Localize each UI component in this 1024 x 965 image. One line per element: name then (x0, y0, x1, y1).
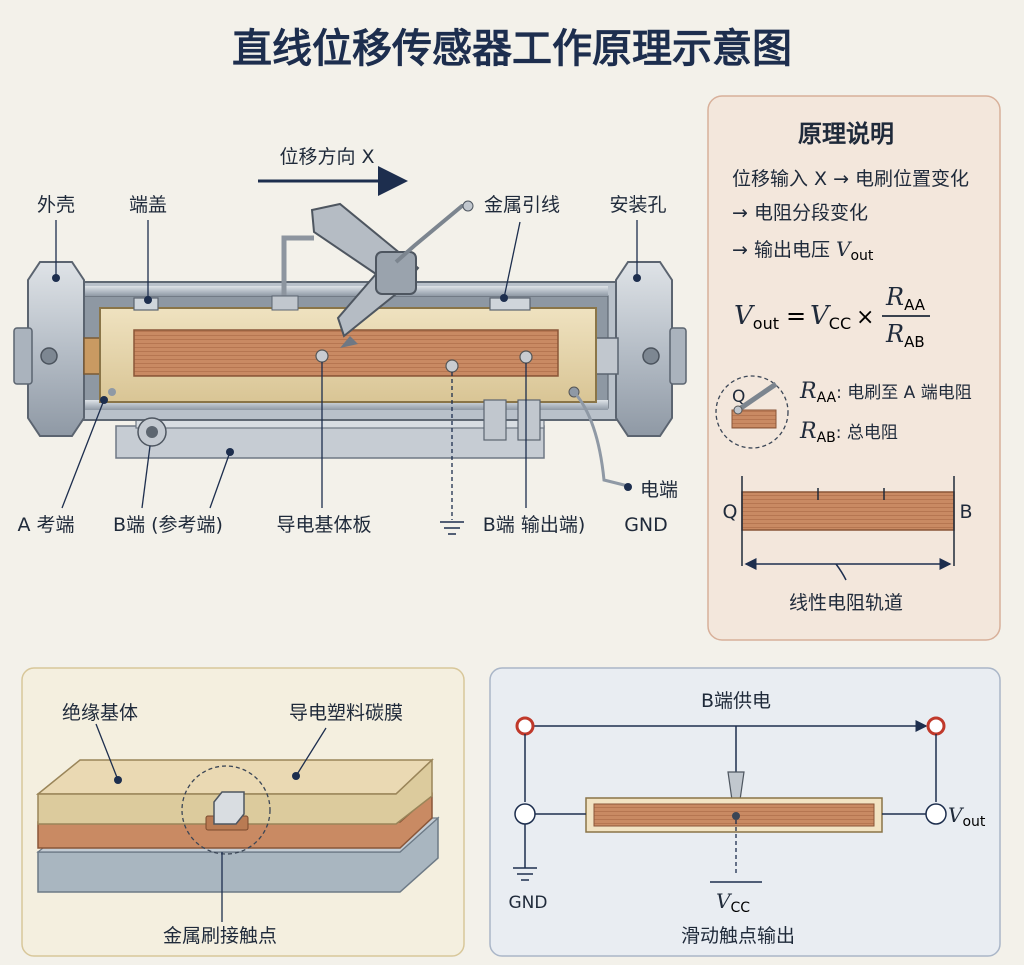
resistive-track (133, 329, 559, 377)
formula: Vout = VCC × RAA RAB (734, 283, 930, 351)
track-right-label: B (959, 501, 972, 523)
label-conductive-base: 导电基体板 (276, 514, 371, 536)
label-a-terminal: A 考端 (17, 514, 74, 536)
svg-text:×: × (856, 305, 874, 330)
principle-line2: → 电阻分段变化 (732, 202, 868, 224)
label-b-terminal-out: B端 输出端) (483, 514, 586, 536)
right-terminal (926, 716, 946, 736)
principle-heading: 原理说明 (798, 120, 894, 148)
legend-rab: RAB: 总电阻 (799, 419, 898, 446)
label-metal-lead: 金属引线 (484, 194, 560, 216)
right-mount-hole (642, 347, 660, 365)
vcc-label: VCC (716, 889, 750, 916)
right-end-cap (615, 261, 673, 437)
linear-track (741, 491, 955, 531)
svg-text:RAB: RAB (885, 320, 925, 351)
label-brush-contact: 金属刷接触点 (163, 925, 277, 947)
output-caption: 滑动触点输出 (681, 925, 795, 947)
direction-label: 位移方向 X (279, 146, 374, 168)
label-gnd: GND (624, 514, 668, 536)
inset-zoom (715, 375, 789, 449)
ground-symbol (440, 521, 464, 535)
svg-text:Vout: Vout (734, 301, 779, 333)
label-mount-hole: 安装孔 (609, 194, 666, 216)
circuit-panel: B端供电 Vout VCC GND 滑动触点输出 (489, 667, 1001, 957)
sensor-diagram: 位移方向 X (13, 146, 687, 536)
label-end-cap: 端盖 (129, 194, 167, 216)
track-caption: 线性电阻轨道 (789, 592, 903, 614)
page-title: 直线位移传感器工作原理示意图 (232, 26, 792, 72)
svg-text:VCC: VCC (810, 301, 851, 333)
svg-text:=: = (786, 302, 806, 330)
left-mount-hole (40, 347, 58, 365)
principle-line3: → 输出电压 Vout (732, 237, 874, 264)
svg-text:RAA: RAA (885, 283, 926, 314)
vout-label: Vout (948, 803, 986, 830)
legend-raa: RAA: 电刷至 A 端电阻 (799, 379, 972, 406)
supply-label: B端供电 (701, 690, 771, 712)
brush-arm (310, 202, 420, 338)
principle-line1: 位移输入 X → 电刷位置变化 (732, 168, 969, 190)
label-insulating-base: 绝缘基体 (62, 702, 138, 724)
label-electric-terminal: 电端 (640, 479, 678, 501)
inset-q-label: Q (732, 387, 745, 407)
layer-panel: 绝缘基体 导电塑料碳膜 金属刷接触点 (21, 667, 465, 957)
label-shell: 外壳 (37, 194, 75, 216)
left-end-cap (27, 261, 85, 437)
label-carbon-film: 导电塑料碳膜 (289, 702, 403, 724)
mounting-plate (115, 425, 545, 459)
left-terminal (515, 716, 535, 736)
circuit-gnd-label: GND (509, 893, 548, 913)
label-b-terminal-ref: B端 (参考端) (113, 514, 223, 536)
track-left-label: Q (723, 501, 738, 523)
principle-panel: 原理说明 位移输入 X → 电刷位置变化 → 电阻分段变化 → 输出电压 Vou… (707, 95, 1001, 641)
